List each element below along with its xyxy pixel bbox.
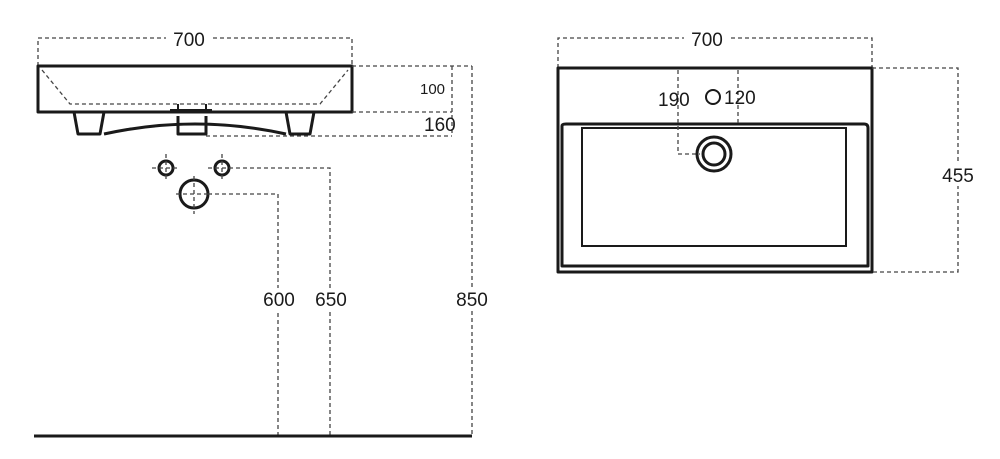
pipe-right-height-label: 650 [315,290,347,311]
basin-underside [72,111,316,136]
front-width-dimension: 700 [37,28,353,66]
basin-front-outline [36,64,354,114]
tap-hole-label: 120 [724,88,756,109]
top-drain [695,135,733,173]
top-view: 700 190 120 455 [556,28,978,274]
front-width-label: 700 [173,30,205,51]
pipe-height-dimensions: 600 650 [208,167,352,436]
basin-top-outline [556,66,874,274]
tap-offset-label: 190 [658,90,690,111]
basin-bowl-outer [560,122,870,268]
overall-height-dimension: 850 [450,66,494,436]
top-depth-label: 455 [942,166,974,187]
top-depth-dimension: 455 [872,67,978,273]
pipe-left-height-label: 600 [263,290,295,311]
tap-hole: 190 120 [658,70,756,155]
tap-hole-icon [705,89,721,105]
drain-outer-icon [695,135,733,173]
overall-height-label: 850 [456,290,488,311]
front-depth-label: 100 [420,81,445,98]
front-depth-dimensions: 100 160 [206,65,472,137]
pipe-connections [152,154,236,214]
drain-inner-icon [701,141,727,167]
basin-bowl-inner [581,127,847,247]
top-width-dimension: 700 [557,28,873,68]
top-width-label: 700 [691,30,723,51]
front-drain-label: 160 [424,115,456,136]
front-view: 700 100 160 [34,28,494,438]
